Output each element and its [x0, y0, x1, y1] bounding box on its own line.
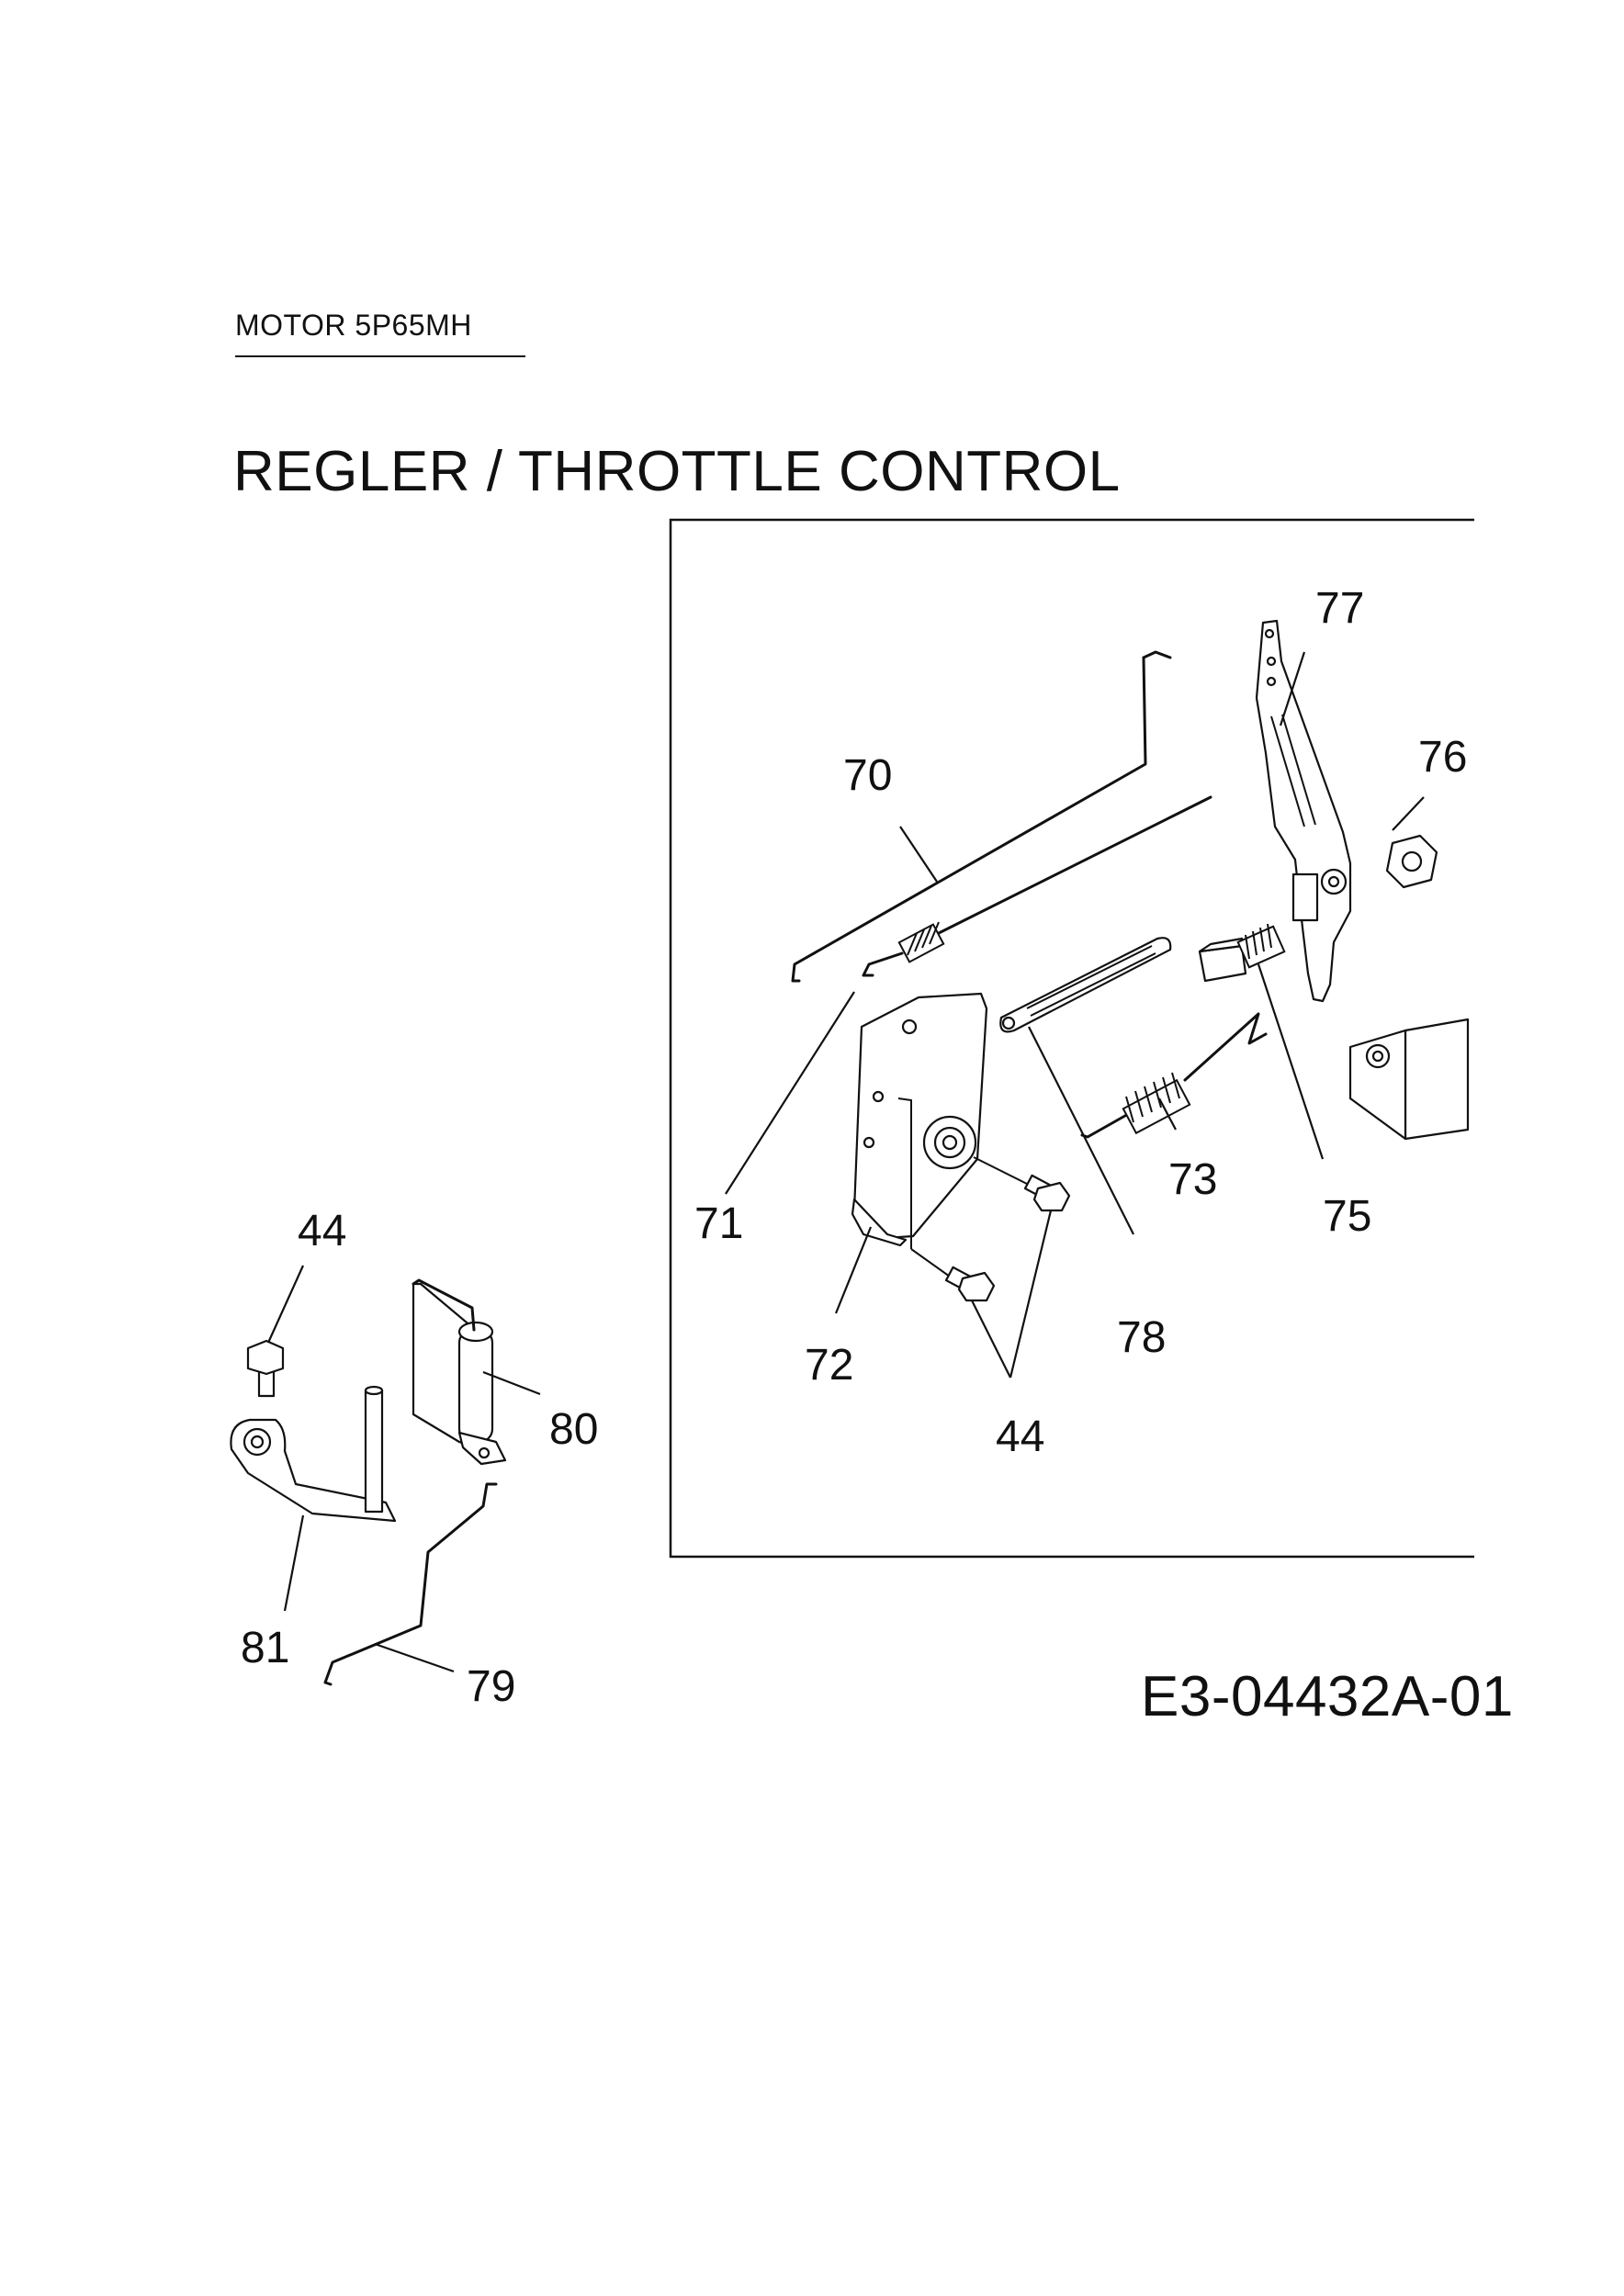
callout-81: 81	[241, 1624, 289, 1672]
bolt-44-lower[interactable]	[910, 1248, 996, 1302]
callout-76: 76	[1418, 733, 1467, 782]
leader-lines	[266, 651, 1425, 1673]
callout-77: 77	[1315, 584, 1364, 633]
throttle-lever-77[interactable]	[1255, 619, 1352, 1003]
callout-73: 73	[1168, 1155, 1217, 1204]
engine-model-label: MOTOR 5P65MH	[235, 309, 472, 342]
callout-79: 79	[467, 1662, 515, 1711]
callout-78: 78	[1117, 1313, 1166, 1362]
tension-spring-73[interactable]	[1080, 1012, 1268, 1139]
link-rod-79[interactable]	[323, 1482, 498, 1686]
drawing-number: E3-04432A-01	[1141, 1665, 1514, 1728]
alignment-line-44	[897, 1097, 912, 1249]
throttle-rod-70[interactable]	[791, 650, 1172, 983]
callout-71: 71	[694, 1199, 743, 1248]
governor-rod-71[interactable]	[862, 795, 1212, 977]
callout-44-left: 44	[298, 1207, 346, 1255]
slotted-link-78[interactable]	[999, 937, 1172, 1033]
bracket	[1348, 1018, 1470, 1141]
spring-block-75[interactable]	[1198, 923, 1286, 983]
control-arm-81[interactable]	[230, 1385, 397, 1523]
callout-75: 75	[1323, 1192, 1371, 1241]
page-title: REGLER / THROTTLE CONTROL	[233, 440, 1121, 503]
header-underline	[235, 355, 525, 357]
bolt-44-upper[interactable]	[973, 1156, 1071, 1212]
bolt-44-left[interactable]	[246, 1339, 285, 1398]
hex-nut-76[interactable]	[1385, 834, 1438, 889]
governor-plate-72[interactable]	[851, 992, 988, 1247]
assembly-frame	[669, 518, 1474, 1559]
spring-bracket-80[interactable]	[412, 1278, 507, 1466]
callout-80: 80	[549, 1405, 598, 1454]
callout-72: 72	[805, 1341, 853, 1390]
callout-70: 70	[843, 751, 892, 800]
callout-44-right: 44	[996, 1412, 1044, 1461]
